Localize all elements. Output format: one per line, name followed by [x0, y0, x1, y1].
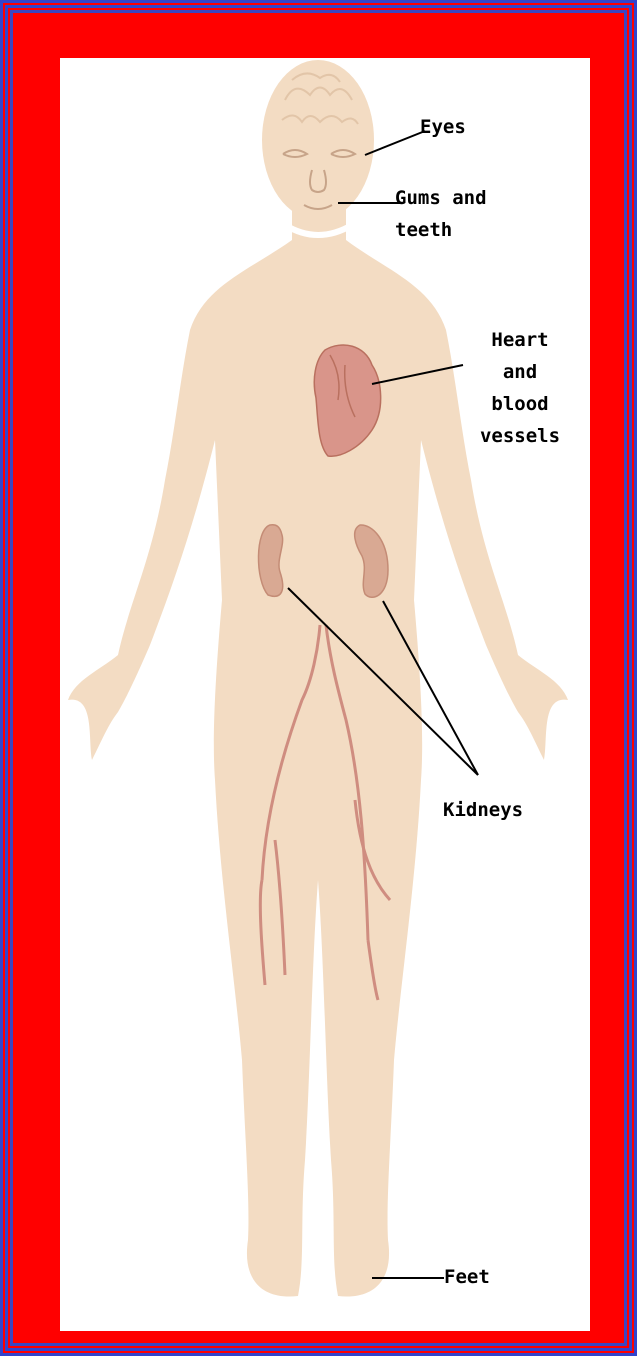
kidneys-label: Kidneys — [443, 794, 523, 826]
head — [262, 60, 374, 220]
heart-label: Heart and blood vessels — [470, 324, 570, 452]
gums-teeth-label: Gums and teeth — [395, 182, 487, 246]
human-body — [68, 60, 568, 1297]
eyes-label: Eyes — [420, 111, 466, 143]
eyes-leader-line — [365, 131, 425, 155]
feet-label: Feet — [444, 1261, 490, 1293]
left-kidney — [258, 525, 282, 597]
